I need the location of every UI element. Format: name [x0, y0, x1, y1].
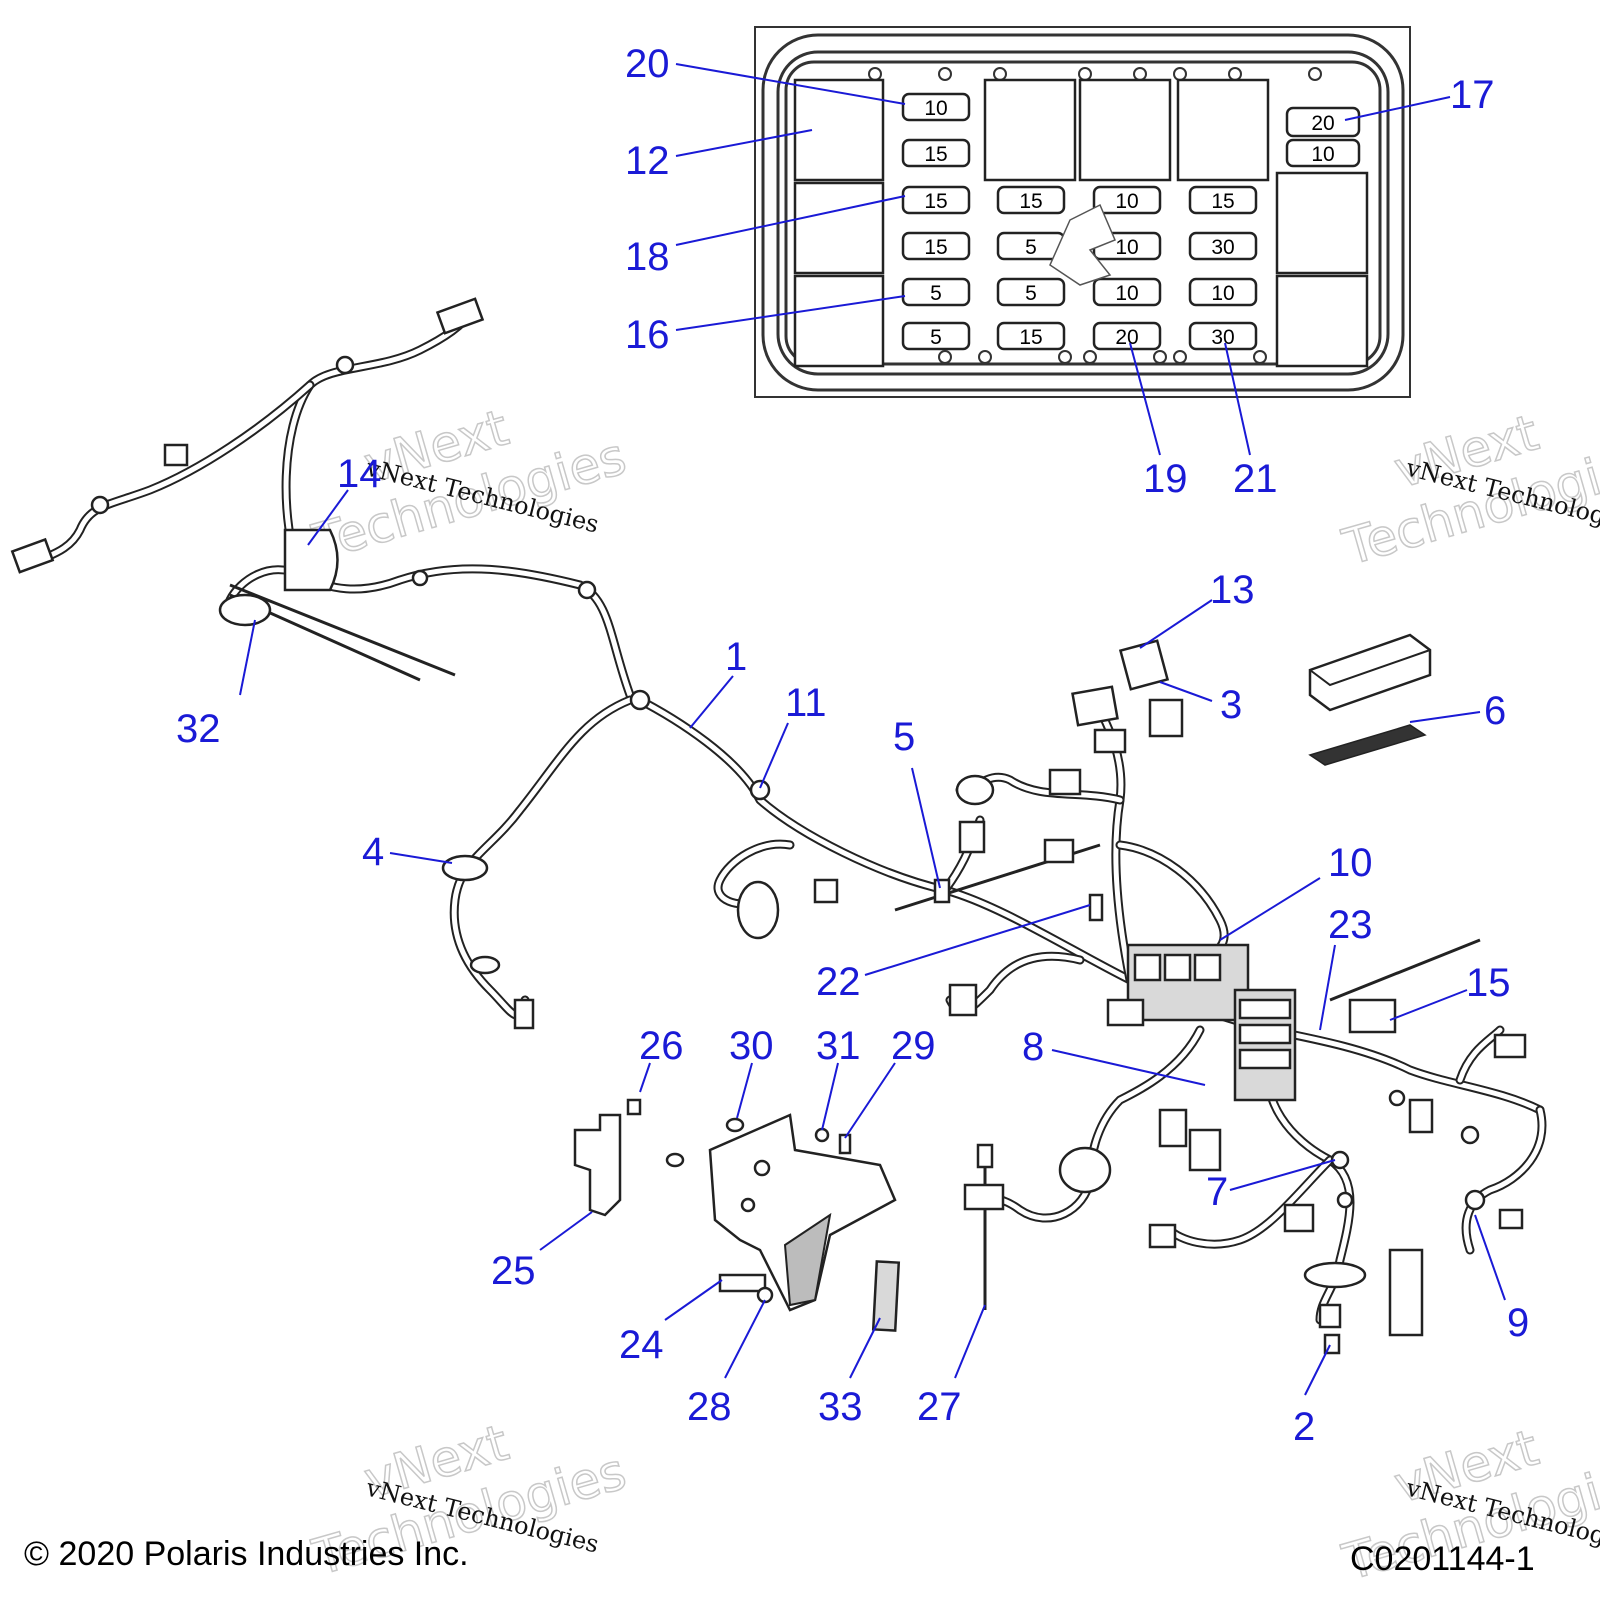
callout-11: 11: [785, 681, 827, 725]
fuse-c3-2: 10: [1115, 236, 1138, 259]
relay-14-icon: [283, 528, 339, 592]
callout-27: 27: [917, 1385, 962, 1429]
fuse-column-4: 15 30 10 30: [1188, 185, 1258, 351]
callout-4: 4: [362, 830, 384, 874]
callout-21: 21: [1233, 457, 1278, 501]
connector-icon: [435, 297, 485, 335]
callout-12: 12: [625, 139, 670, 183]
callout-2: 2: [1293, 1405, 1315, 1449]
connector-icon: [1348, 998, 1397, 1034]
fuse-c1-1: 10: [924, 97, 947, 120]
callout-8: 8: [1022, 1025, 1044, 1069]
fuse-c3-3: 10: [1115, 282, 1138, 305]
fuse-c4-3: 10: [1211, 282, 1234, 305]
connector-icon: [1388, 1248, 1424, 1337]
fuse-c1-2: 15: [924, 143, 947, 166]
fuse-column-top-right: 20 10: [1285, 106, 1361, 168]
connector-icon: [958, 820, 986, 854]
module-6-icon: [1308, 633, 1432, 712]
callout-7: 7: [1206, 1170, 1228, 1214]
fuse-c2-3: 5: [1025, 282, 1037, 305]
callout-28: 28: [687, 1385, 732, 1429]
drawing-id: C0201144-1: [1350, 1540, 1535, 1578]
bracket-25-icon: [573, 1113, 622, 1217]
callout-16: 16: [625, 313, 670, 357]
parts: [10, 297, 1527, 1355]
fuse-tr-1: 20: [1311, 112, 1334, 135]
fuse-c2-2: 5: [1025, 236, 1037, 259]
callout-18: 18: [625, 235, 670, 279]
fuse-c4-2: 30: [1211, 236, 1234, 259]
leader-lines: [239, 63, 1506, 1396]
callout-15: 15: [1466, 961, 1511, 1005]
callout-13: 13: [1210, 568, 1255, 612]
pad-33-icon: [871, 1260, 901, 1332]
callout-29: 29: [891, 1024, 936, 1068]
copyright-text: © 2020 Polaris Industries Inc.: [24, 1535, 469, 1573]
callout-14: 14: [337, 452, 382, 496]
fuse-c1-3: 15: [924, 190, 947, 213]
fuse-c3-4: 20: [1115, 326, 1138, 349]
fuse-column-2: 15 5 5 15: [996, 185, 1066, 351]
callout-19: 19: [1143, 457, 1188, 501]
callout-17: 17: [1450, 73, 1495, 117]
callout-32: 32: [176, 707, 221, 751]
callout-9: 9: [1507, 1301, 1529, 1345]
callout-6: 6: [1484, 689, 1506, 733]
callout-24: 24: [619, 1323, 664, 1367]
fuse-tr-2: 10: [1311, 143, 1334, 166]
callout-22: 22: [816, 960, 861, 1004]
callout-3: 3: [1220, 683, 1242, 727]
callout-1: 1: [725, 635, 747, 679]
main-harness: [35, 315, 1547, 1325]
callout-31: 31: [816, 1024, 861, 1068]
callout-10: 10: [1328, 841, 1373, 885]
fuse-column-1: 10 15 15 15 5 5: [901, 92, 971, 351]
fuse-c2-4: 15: [1019, 326, 1042, 349]
fuse-c1-4: 15: [924, 236, 947, 259]
fuse-c1-6: 5: [930, 326, 942, 349]
callout-20: 20: [625, 42, 670, 86]
fuse-c4-4: 30: [1211, 326, 1234, 349]
callout-30: 30: [729, 1024, 774, 1068]
callout-23: 23: [1328, 903, 1373, 947]
fuse-c4-1: 15: [1211, 190, 1234, 213]
fuse-box: 10 15 15 15 5 5 15 5 5 15 10 10 10 20 15…: [754, 26, 1411, 398]
fuse-c3-1: 10: [1115, 190, 1138, 213]
connector-icon: [1118, 639, 1170, 691]
callout-26: 26: [639, 1024, 684, 1068]
callout-5: 5: [893, 715, 915, 759]
callout-33: 33: [818, 1385, 863, 1429]
callout-25: 25: [491, 1249, 536, 1293]
fuse-c1-5: 5: [930, 282, 942, 305]
fuse-c2-1: 15: [1019, 190, 1042, 213]
callouts: 20 12 18 16 17 19 21 14 32 1 11 5 4 13 3…: [176, 42, 1529, 1449]
